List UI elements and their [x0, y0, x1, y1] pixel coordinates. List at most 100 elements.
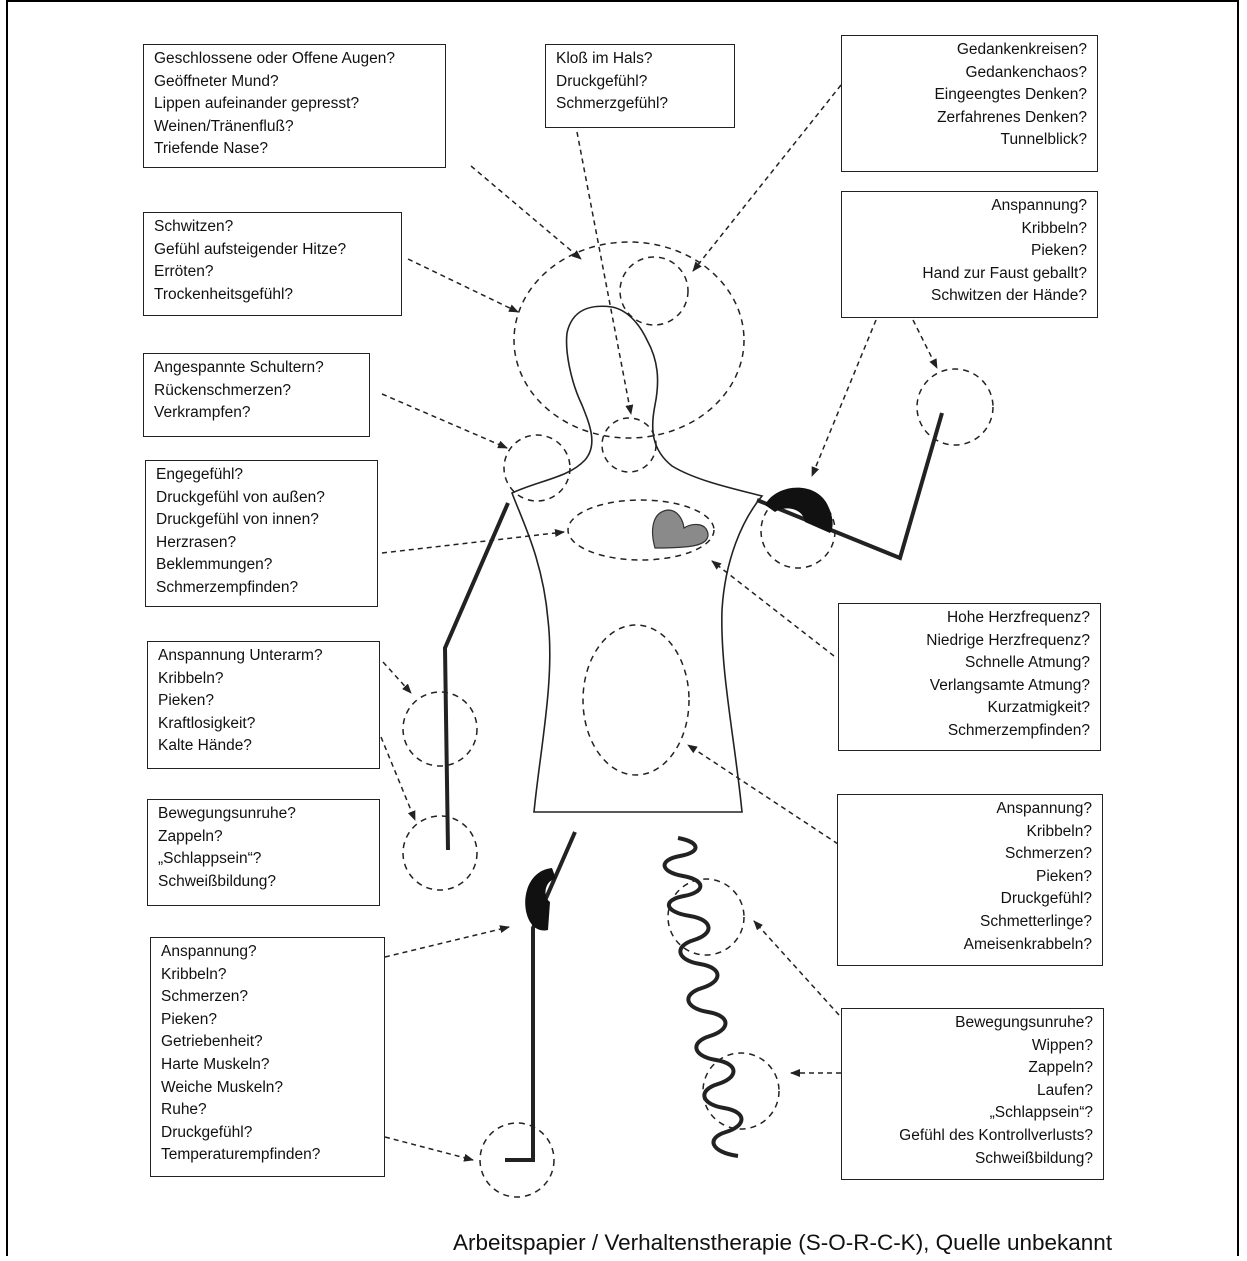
box-line: Wippen?: [852, 1035, 1093, 1058]
head-zone: [514, 242, 744, 438]
arrow-heat: [408, 259, 518, 312]
box-line: Weinen/Tränenfluß?: [154, 116, 435, 139]
arrow-belly: [688, 745, 838, 844]
box-line: Schwitzen der Hände?: [852, 285, 1087, 308]
box-line: Pieken?: [158, 690, 369, 713]
elbow-joint-icon: [765, 488, 833, 533]
box-line: Kribbeln?: [161, 964, 374, 987]
box-leg-right: Bewegungsunruhe?Wippen?Zappeln?Laufen?„S…: [841, 1008, 1104, 1180]
right-leg: [665, 838, 742, 1156]
box-line: Gefühl aufsteigender Hitze?: [154, 239, 391, 262]
box-line: Herzrasen?: [156, 532, 367, 555]
hand-right-zone: [917, 369, 993, 445]
arrow-hand-left: [381, 737, 415, 820]
box-belly: Anspannung?Kribbeln?Schmerzen?Pieken?Dru…: [837, 794, 1103, 966]
box-line: Gedankenchaos?: [852, 62, 1087, 85]
box-line: „Schlappsein“?: [158, 848, 369, 871]
box-forearm: Anspannung Unterarm?Kribbeln?Pieken?Kraf…: [147, 641, 380, 769]
left-arm: [445, 503, 508, 850]
box-line: Kribbeln?: [158, 668, 369, 691]
box-line: Anspannung?: [848, 798, 1092, 821]
arrow-shoulders: [382, 394, 507, 448]
forearm-left-zone: [403, 692, 477, 766]
box-line: Druckgefühl?: [161, 1122, 374, 1145]
box-line: Tunnelblick?: [852, 129, 1087, 152]
box-line: Hohe Herzfrequenz?: [849, 607, 1090, 630]
box-line: Zerfahrenes Denken?: [852, 107, 1087, 130]
box-line: Gedankenkreisen?: [852, 39, 1087, 62]
box-throat: Kloß im Hals?Druckgefühl?Schmerzgefühl?: [545, 44, 735, 128]
caption: Arbeitspapier / Verhaltenstherapie (S-O-…: [453, 1230, 1112, 1256]
box-line: Beklemmungen?: [156, 554, 367, 577]
box-line: Erröten?: [154, 261, 391, 284]
box-line: Getriebenheit?: [161, 1031, 374, 1054]
box-line: Angespannte Schultern?: [154, 357, 359, 380]
arrow-hand-right-b: [913, 320, 937, 368]
arrow-face: [471, 166, 581, 259]
box-line: Pieken?: [848, 866, 1092, 889]
box-line: Schweißbildung?: [852, 1148, 1093, 1171]
box-line: Kloß im Hals?: [556, 48, 724, 71]
box-line: Schmerzen?: [848, 843, 1092, 866]
box-line: Eingeengtes Denken?: [852, 84, 1087, 107]
box-line: Laufen?: [852, 1080, 1093, 1103]
box-thoughts: Gedankenkreisen?Gedankenchaos?Eingeengte…: [841, 35, 1098, 172]
box-line: Anspannung?: [852, 195, 1087, 218]
box-line: Schmerzen?: [161, 986, 374, 1009]
box-line: Ameisenkrabbeln?: [848, 934, 1092, 957]
box-line: Schmerzempfinden?: [156, 577, 367, 600]
box-heart: Hohe Herzfrequenz?Niedrige Herzfrequenz?…: [838, 603, 1101, 751]
box-line: Trockenheitsgefühl?: [154, 284, 391, 307]
box-hand-left: Bewegungsunruhe?Zappeln?„Schlappsein“?Sc…: [147, 799, 380, 906]
shoulder-zone: [504, 435, 570, 501]
box-line: Anspannung Unterarm?: [158, 645, 369, 668]
arrow-hand-right-a: [812, 320, 876, 476]
box-line: Lippen aufeinander gepresst?: [154, 93, 435, 116]
box-line: Kalte Hände?: [158, 735, 369, 758]
box-line: Anspannung?: [161, 941, 374, 964]
box-line: Rückenschmerzen?: [154, 380, 359, 403]
box-line: Geschlossene oder Offene Augen?: [154, 48, 435, 71]
box-line: Schmerzempfinden?: [849, 720, 1090, 743]
arrow-leg-left-b: [385, 1137, 473, 1160]
box-line: Geöffneter Mund?: [154, 71, 435, 94]
box-heat: Schwitzen?Gefühl aufsteigender Hitze?Err…: [143, 212, 402, 316]
box-line: Schnelle Atmung?: [849, 652, 1090, 675]
arrow-chest: [382, 532, 564, 553]
box-line: Gefühl des Kontrollverlusts?: [852, 1125, 1093, 1148]
box-line: Triefende Nase?: [154, 138, 435, 161]
box-line: Harte Muskeln?: [161, 1054, 374, 1077]
hand-left-zone: [403, 816, 477, 890]
belly-zone: [583, 625, 689, 775]
box-line: Schmetterlinge?: [848, 911, 1092, 934]
box-face: Geschlossene oder Offene Augen?Geöffnete…: [143, 44, 446, 168]
arrow-leg-left-a: [385, 927, 509, 957]
knee-right-zone: [668, 879, 744, 955]
arrow-leg-right-a: [754, 921, 839, 1015]
box-line: Schwitzen?: [154, 216, 391, 239]
box-line: Temperaturempfinden?: [161, 1144, 374, 1167]
box-line: „Schlappsein“?: [852, 1102, 1093, 1125]
box-hand-right: Anspannung?Kribbeln?Pieken?Hand zur Faus…: [841, 191, 1098, 318]
arrow-heart: [712, 561, 834, 656]
box-line: Hand zur Faust geballt?: [852, 263, 1087, 286]
box-line: Ruhe?: [161, 1099, 374, 1122]
throat-zone: [602, 418, 656, 472]
box-line: Zappeln?: [852, 1057, 1093, 1080]
box-line: Kurzatmigkeit?: [849, 697, 1090, 720]
box-line: Verlangsamte Atmung?: [849, 675, 1090, 698]
box-line: Niedrige Herzfrequenz?: [849, 630, 1090, 653]
box-line: Weiche Muskeln?: [161, 1077, 374, 1100]
right-arm: [757, 413, 942, 558]
box-line: Druckgefühl?: [848, 888, 1092, 911]
box-line: Bewegungsunruhe?: [852, 1012, 1093, 1035]
arrow-forearm: [383, 662, 411, 693]
box-line: Druckgefühl von außen?: [156, 487, 367, 510]
box-shoulders: Angespannte Schultern?Rückenschmerzen?Ve…: [143, 353, 370, 437]
box-line: Verkrampfen?: [154, 402, 359, 425]
box-leg-left: Anspannung?Kribbeln?Schmerzen?Pieken?Get…: [150, 937, 385, 1177]
box-line: Schmerzgefühl?: [556, 93, 724, 116]
box-line: Bewegungsunruhe?: [158, 803, 369, 826]
box-line: Kribbeln?: [848, 821, 1092, 844]
box-line: Druckgefühl von innen?: [156, 509, 367, 532]
